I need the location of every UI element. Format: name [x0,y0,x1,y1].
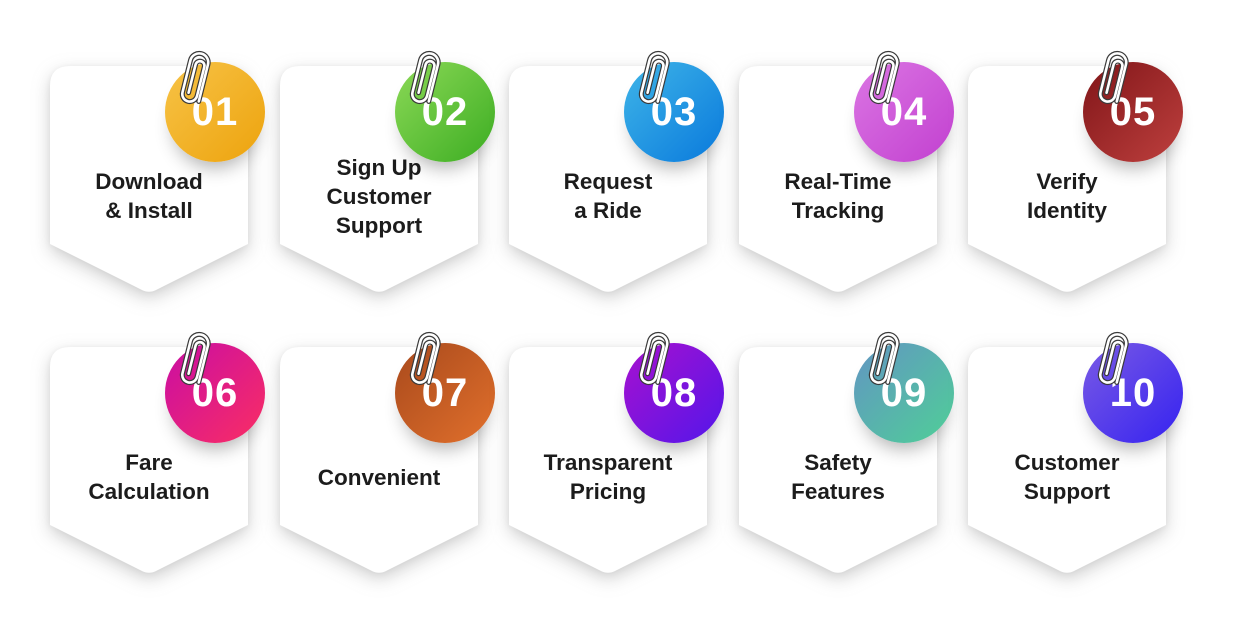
step-card: 07 Convenient [280,331,495,579]
step-card: 06 Fare Calculation [50,331,265,579]
paperclip-icon [1097,331,1129,386]
paperclip-icon [868,50,900,105]
step-card: 05 Verify Identity [968,50,1183,298]
step-card: 04 Real-Time Tracking [739,50,954,298]
step-label: Safety Features [791,450,885,504]
paperclip-icon [1097,50,1129,105]
step-number-badge: 07 [395,343,495,443]
step-number-badge: 09 [854,343,954,443]
step-number-badge: 03 [624,62,724,162]
step-card: 02 Sign Up Customer Support [280,50,495,298]
step-card: 08 Transparent Pricing [509,331,724,579]
step-number-badge: 04 [854,62,954,162]
paperclip-icon [179,50,211,105]
step-label: Download & Install [95,169,203,223]
paperclip-icon [638,50,670,105]
step-card: 10 Customer Support [968,331,1183,579]
paperclip-icon [179,331,211,386]
step-label: Transparent Pricing [543,450,673,504]
step-card: 03 Request a Ride [509,50,724,298]
step-label: Convenient [317,464,441,490]
step-label: Fare Calculation [88,450,210,504]
step-label: Sign Up Customer Support [326,154,432,238]
step-card: 09 Safety Features [739,331,954,579]
step-label: Customer Support [1014,450,1120,504]
step-number-badge: 01 [165,62,265,162]
paperclip-icon [409,331,441,386]
paperclip-icon [638,331,670,386]
step-label: Verify Identity [1026,169,1107,223]
paperclip-icon [868,331,900,386]
step-card: 01 Download & Install [50,50,265,298]
step-number-badge: 05 [1083,62,1183,162]
step-number-badge: 02 [395,62,495,162]
step-label: Real-Time Tracking [784,169,892,223]
step-number-badge: 06 [165,343,265,443]
step-label: Request a Ride [563,169,653,223]
paperclip-icon [409,50,441,105]
